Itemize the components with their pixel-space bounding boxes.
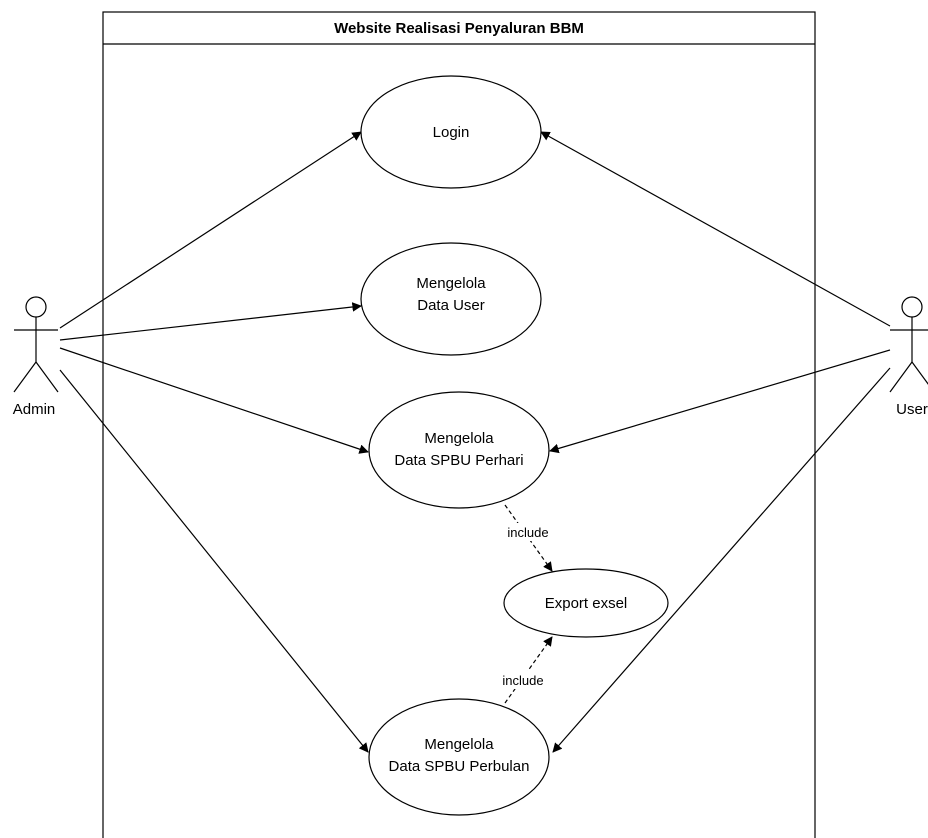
use-case-manage-user[interactable]: Mengelola Data User: [360, 242, 542, 356]
stick-figure-icon: [889, 296, 928, 393]
assoc-user-spbu-daily: [549, 349, 891, 454]
actor-user[interactable]: User: [889, 296, 928, 418]
use-case-spbu-daily[interactable]: Mengelola Data SPBU Perhari: [368, 391, 550, 509]
assoc-admin-spbu-monthly: [59, 369, 369, 753]
use-case-spbu-monthly[interactable]: Mengelola Data SPBU Perbulan: [368, 698, 550, 816]
include-relations: include include: [493, 504, 558, 704]
use-case-spbu-daily-line2: Data SPBU Perhari: [394, 452, 523, 469]
system-title: Website Realisasi Penyaluran BBM: [334, 20, 584, 37]
use-case-manage-user-line1: Mengelola: [416, 275, 486, 292]
use-case-login-label: Login: [433, 124, 470, 141]
assoc-admin-login: [59, 131, 362, 329]
include-label-bottom: include: [502, 673, 543, 688]
use-case-manage-user-line2: Data User: [417, 297, 485, 314]
actor-admin-label: Admin: [13, 401, 56, 418]
assoc-admin-spbu-daily: [59, 347, 369, 454]
use-case-spbu-daily-line1: Mengelola: [424, 430, 494, 447]
assoc-admin-manage-user: [59, 302, 362, 341]
associations: [59, 131, 891, 753]
use-case-spbu-monthly-line2: Data SPBU Perbulan: [389, 758, 530, 775]
assoc-user-login: [540, 131, 891, 327]
use-case-spbu-monthly-line1: Mengelola: [424, 736, 494, 753]
use-case-export-label: Export exsel: [545, 595, 628, 612]
assoc-user-spbu-monthly: [552, 367, 891, 753]
actor-admin[interactable]: Admin: [13, 296, 59, 418]
actor-user-label: User: [896, 401, 928, 418]
stick-figure-icon: [13, 296, 59, 393]
include-label-top: include: [507, 525, 548, 540]
use-case-export[interactable]: Export exsel: [503, 568, 669, 638]
use-case-login[interactable]: Login: [360, 75, 542, 189]
